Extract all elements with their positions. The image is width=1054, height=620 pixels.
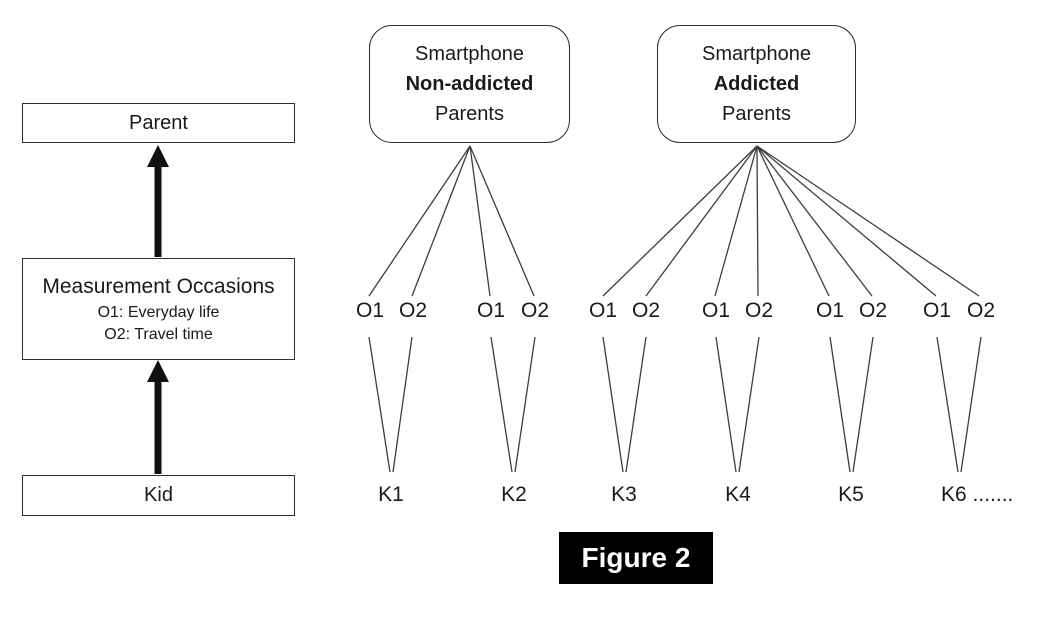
occasion-label-k2-o1: O1 bbox=[476, 299, 506, 322]
kid-label-k6: K6 ....... bbox=[941, 483, 1014, 506]
group2-title-line1: Smartphone bbox=[702, 43, 811, 65]
group-box-non-addicted: Smartphone Non-addicted Parents bbox=[369, 25, 570, 143]
kid-to-occasions-arrow bbox=[147, 360, 169, 474]
occasion-label-k5-o1: O1 bbox=[815, 299, 845, 322]
group2-title-line3: Parents bbox=[722, 103, 791, 125]
occasion-label-k2-o2: O2 bbox=[520, 299, 550, 322]
group-box-addicted: Smartphone Addicted Parents bbox=[657, 25, 856, 143]
parent-box-label: Parent bbox=[129, 111, 188, 134]
occasion-label-k4-o1: O1 bbox=[701, 299, 731, 322]
occasion-label-k6-o1: O1 bbox=[922, 299, 952, 322]
occasion-label-k4-o2: O2 bbox=[744, 299, 774, 322]
occasions-to-parent-arrow bbox=[147, 145, 169, 257]
kid-label-k1: K1 bbox=[378, 483, 404, 506]
group2-title-line2: Addicted bbox=[713, 73, 800, 95]
kid-label-k4: K4 bbox=[725, 483, 751, 506]
occasion-label-k3-o1: O1 bbox=[588, 299, 618, 322]
figure-caption-label: Figure 2 bbox=[581, 542, 691, 573]
occasion-to-kid-lines bbox=[368, 336, 982, 473]
occasion-label-k1-o1: O1 bbox=[355, 299, 385, 322]
kid-label-k2: K2 bbox=[501, 483, 527, 506]
measurement-occasions-box: Measurement Occasions O1: Everyday life … bbox=[22, 258, 295, 360]
group1-title-line2: Non-addicted bbox=[405, 73, 534, 95]
fan-lines-non-addicted bbox=[368, 145, 535, 297]
kid-box-label: Kid bbox=[144, 484, 173, 506]
figure-caption-box: Figure 2 bbox=[559, 532, 713, 584]
occasion-label-k3-o2: O2 bbox=[631, 299, 661, 322]
kid-label-k3: K3 bbox=[611, 483, 637, 506]
kid-label-k5: K5 bbox=[838, 483, 864, 506]
parent-box: Parent bbox=[22, 103, 295, 143]
group1-title-line3: Parents bbox=[435, 103, 504, 125]
occasion-label-k6-o2: O2 bbox=[966, 299, 996, 322]
kid-box: Kid bbox=[22, 475, 295, 516]
occasion-1-description: O1: Everyday life bbox=[97, 304, 220, 321]
fan-lines-addicted bbox=[602, 145, 980, 297]
group1-title-line1: Smartphone bbox=[415, 43, 524, 65]
occasion-label-k1-o2: O2 bbox=[398, 299, 428, 322]
occasion-label-k5-o2: O2 bbox=[858, 299, 888, 322]
occasion-2-description: O2: Travel time bbox=[104, 326, 213, 343]
measurement-occasions-title: Measurement Occasions bbox=[42, 275, 275, 298]
